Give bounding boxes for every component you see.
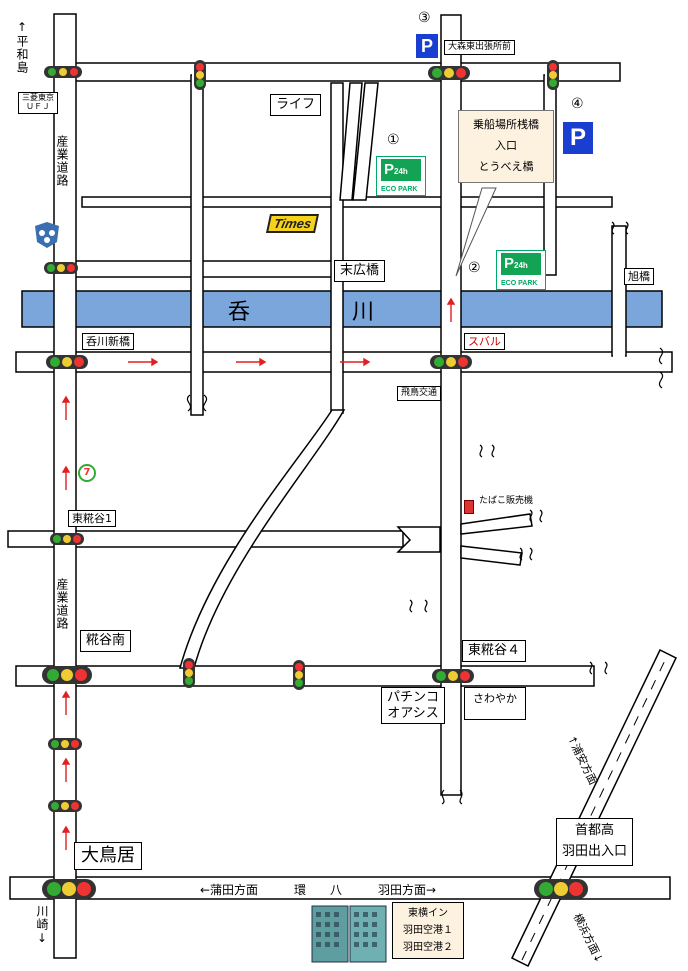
road-higashikoujiya1: [7, 530, 404, 548]
direction-arrows: [61, 297, 456, 850]
callout-line3: とうべえ橋: [478, 159, 534, 173]
tabako-label: たばこ販売機: [479, 496, 534, 506]
pachinko-label: パチンコ オアシス: [381, 687, 446, 725]
bank-label: 三菱東京 ＵＦＪ: [18, 92, 58, 114]
road-sangyo: [53, 13, 77, 959]
oomorihigashi-label: 大森東出張所前: [444, 40, 516, 55]
hidori-kotsu-label: 飛鳥交通: [397, 386, 442, 401]
life-label: ライフ: [270, 94, 322, 116]
callout-line2: 入口: [495, 138, 517, 152]
koujiya-minami-label: 糀谷南: [80, 630, 132, 652]
callout-pier: 乗船場所桟橋 入口 とうべえ橋: [458, 110, 554, 183]
parking2-ecopark-sign: P24h ECO PARK: [496, 250, 546, 290]
parking4-number: ④: [571, 96, 584, 112]
road-curve: [179, 409, 346, 669]
traffic-lights-v: [183, 60, 559, 690]
road-above-river: [59, 260, 356, 278]
higashi-koujiya4-label: 東糀谷４: [462, 640, 527, 662]
road-diag-top2: [352, 82, 379, 201]
higashi-koujiya1-label: 東糀谷1: [68, 510, 116, 528]
kagawa-label: 呑 川: [228, 300, 415, 325]
road-v6: [611, 225, 627, 357]
traffic-lights-h: [42, 66, 588, 899]
shutoko-label: 首都高 羽田出入口: [556, 818, 634, 866]
parking3-number: ③: [418, 10, 431, 26]
heiwajima-label: ↑平和島: [15, 20, 29, 74]
sangyo-label-upper: 産業道路: [55, 135, 69, 187]
ootorii-label: 大鳥居: [74, 842, 142, 870]
bank-logo: [35, 222, 59, 248]
parking1-ecopark-sign: P24h ECO PARK: [376, 156, 426, 196]
parking3-sign: P: [416, 34, 438, 58]
parking1-number: ①: [387, 132, 400, 148]
road-v-main: [440, 14, 462, 796]
sawayaka-label: さわやか: [464, 687, 526, 721]
kawasaki-label: 川崎↓: [35, 905, 49, 946]
callout-line1: 乗船場所桟橋: [473, 118, 539, 131]
subaru-label: スバル: [464, 333, 505, 351]
times-sign: Times: [265, 214, 320, 233]
road-kanpachi: [9, 876, 671, 900]
asahibashi-label: 旭橋: [624, 268, 654, 286]
hotel-label: 東横イン 羽田空港１ 羽田空港２: [392, 902, 464, 959]
vending-machine-icon: [464, 500, 474, 514]
parking2-number: ②: [468, 260, 481, 276]
hotel-buildings: [311, 905, 387, 963]
seven-eleven-icon: 7: [78, 464, 96, 482]
sangyo-label-lower: 産業道路: [55, 578, 69, 630]
road-top: [59, 62, 621, 82]
kagawa-shinbashi-label: 呑川新橋: [82, 333, 134, 351]
kanpachi-label: ←蒲田方面 環 八 羽田方面→: [200, 883, 437, 897]
parking4-sign: P: [563, 122, 593, 154]
suehirobashi-label: 末広橋: [334, 260, 386, 282]
road-diag-top: [339, 82, 363, 201]
